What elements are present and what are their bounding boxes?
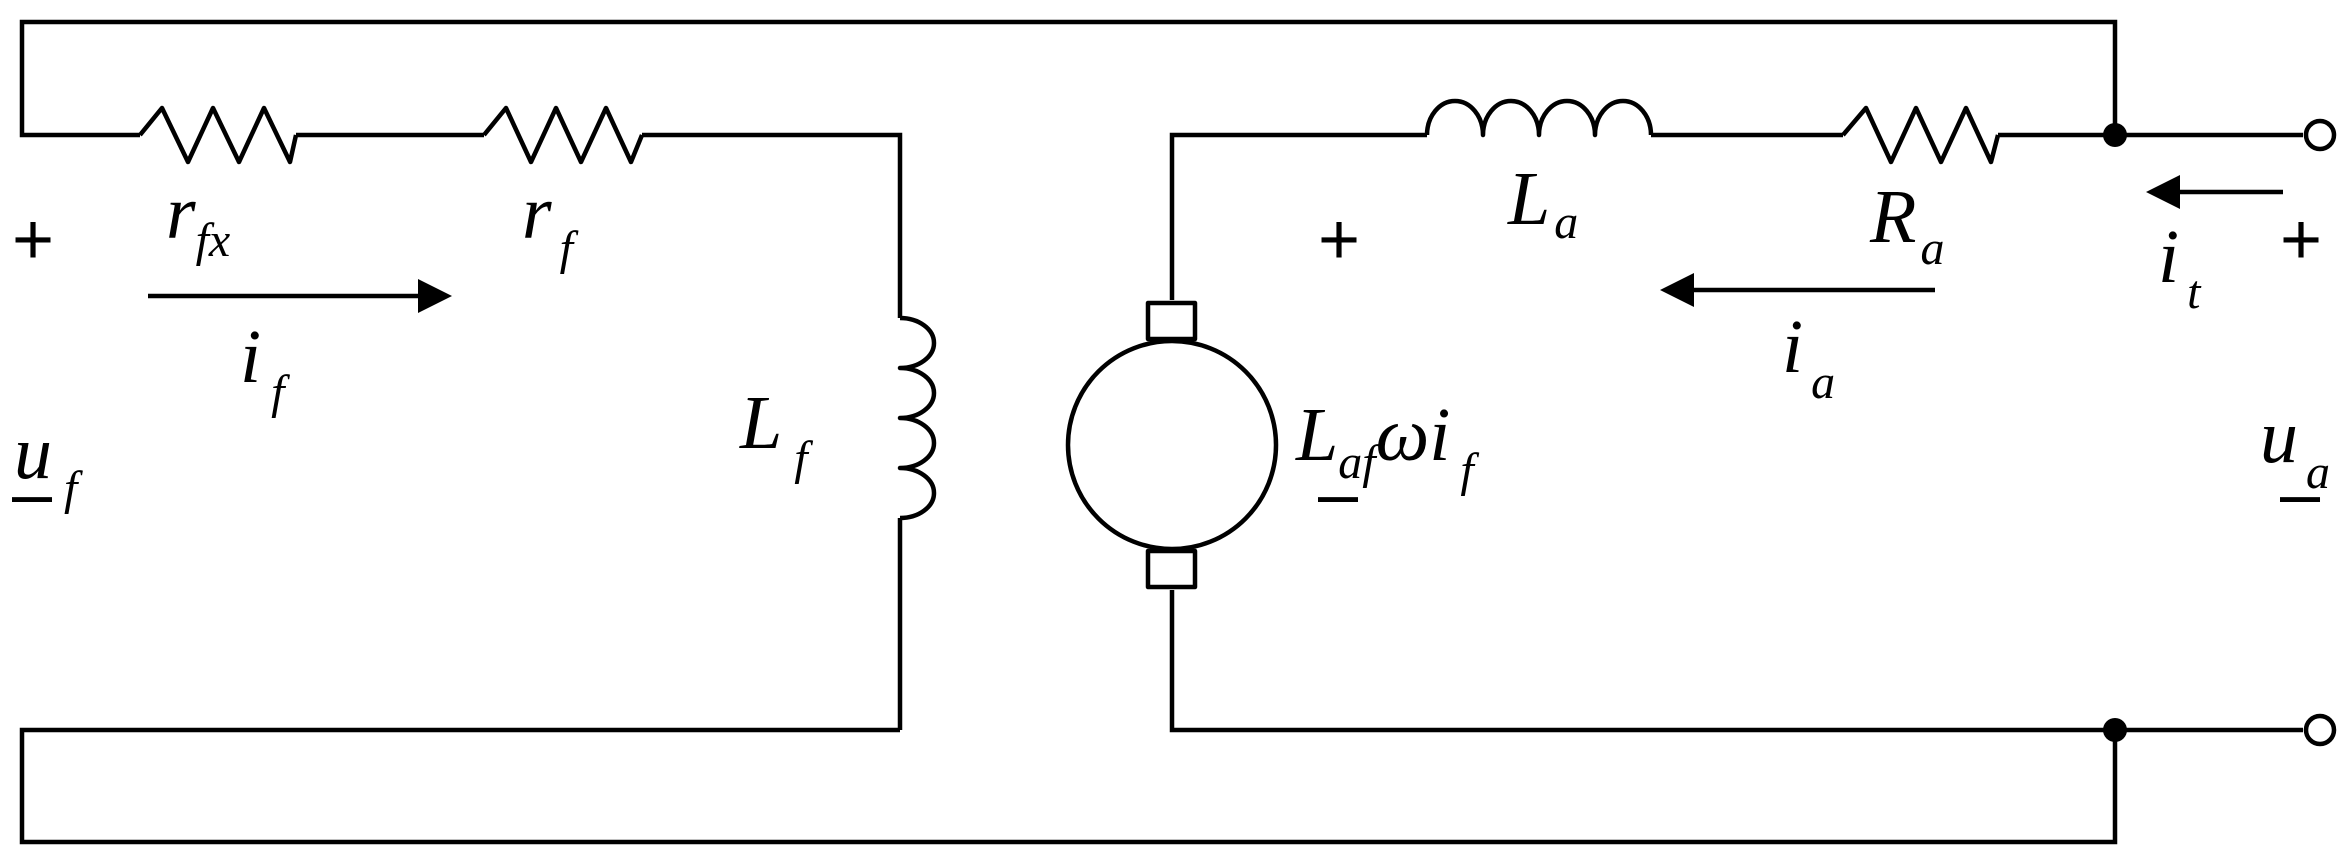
if-arrow-head <box>418 279 452 313</box>
bottom-terminal[interactable] <box>2303 713 2337 747</box>
it-arrow-head <box>2146 175 2180 209</box>
armature-inductor-la <box>1424 98 1654 138</box>
ia-arrow-head <box>1660 273 1694 307</box>
field-bottom-outer-wire <box>19 727 2118 845</box>
field-top-outer-wire <box>19 19 2118 138</box>
top-junction-dot <box>2103 123 2127 147</box>
armature-resistor-ra <box>1841 105 2001 165</box>
label-la: La <box>1507 157 1578 249</box>
armature-machine-circle <box>1065 338 1279 552</box>
bottom-junction-dot <box>2103 718 2127 742</box>
terminal-plus-sign: + <box>2280 200 2322 280</box>
label-ra: Ra <box>1869 175 1944 275</box>
field-resistor-rfx <box>138 105 299 165</box>
armature-plus-sign: + <box>1318 200 1360 280</box>
top-terminal[interactable] <box>2303 118 2337 152</box>
armature-minus-sign: – <box>1318 454 1359 534</box>
armature-bottom-wire <box>1169 590 2303 733</box>
armature-top-wire <box>1169 132 1427 300</box>
field-inductor-lf <box>897 315 937 521</box>
field-plus-sign: + <box>12 200 54 280</box>
label-rfx: rfx <box>166 171 230 267</box>
field-resistor-rf <box>482 105 645 165</box>
armature-brush-top <box>1145 300 1198 342</box>
wire-rf-to-lf <box>642 132 903 318</box>
terminal-minus-sign: – <box>2280 454 2321 534</box>
armature-brush-bottom <box>1145 548 1198 590</box>
field-minus-sign: – <box>12 454 53 534</box>
